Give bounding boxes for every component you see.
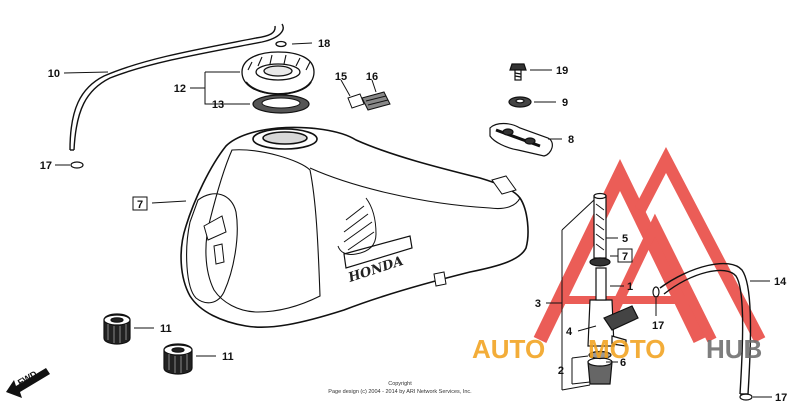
honda-wing-emblem-icon — [337, 197, 413, 269]
forward-arrow-icon — [6, 368, 50, 398]
svg-text:HUB: HUB — [706, 334, 762, 364]
callout-3: 3 — [535, 298, 541, 310]
callout-7-tank: 7 — [137, 199, 143, 211]
callout-18: 18 — [318, 38, 330, 50]
svg-text:AUTO: AUTO — [472, 334, 545, 364]
callout-14: 14 — [774, 276, 787, 288]
svg-text:MOTO: MOTO — [588, 334, 666, 364]
callout-17-bottom: 17 — [775, 392, 787, 404]
callout-4: 4 — [566, 326, 573, 338]
callout-13: 13 — [212, 99, 224, 111]
callout-12: 12 — [174, 83, 186, 95]
tank-cushion-lower-part — [163, 343, 193, 375]
fuel-tank-part — [180, 126, 529, 329]
tank-cushion-upper-part — [103, 313, 131, 345]
callout-10: 10 — [48, 68, 60, 80]
callout-8: 8 — [568, 134, 574, 146]
fuel-cock-assembly-part — [587, 192, 639, 385]
cap-gasket-part — [252, 94, 310, 114]
callout-11-lower: 11 — [222, 351, 234, 363]
rubber-washer-part — [508, 96, 532, 108]
callout-6: 6 — [620, 357, 626, 369]
callout-7-box — [132, 196, 148, 211]
fuel-cap-part — [241, 40, 315, 95]
mounting-bolt-part — [509, 63, 527, 81]
hose-clip-bottom-part — [739, 393, 753, 401]
copyright-line-2: Page design (c) 2004 - 2014 by ARI Netwo… — [328, 389, 472, 395]
callout-17-right: 17 — [652, 320, 664, 332]
autmotohub-watermark-logo — [533, 147, 766, 344]
hose-clip-left-part — [70, 161, 84, 169]
callout-11-upper: 11 — [160, 323, 172, 335]
callout-19: 19 — [556, 65, 568, 77]
tank-mark-strips-part — [347, 91, 391, 111]
callout-5: 5 — [622, 233, 628, 245]
copyright-line-1: Copyright — [388, 381, 412, 387]
callout-16: 16 — [366, 71, 378, 83]
rear-mount-bracket-part — [489, 122, 553, 157]
autmotohub-watermark-text: AUTO MOTO HUB — [472, 334, 762, 364]
callout-15: 15 — [335, 71, 347, 83]
callout-7-fuelcock: 7 — [622, 251, 628, 263]
hose-clip-right-part — [652, 286, 660, 298]
callout-1: 1 — [627, 281, 633, 293]
callout-2: 2 — [558, 365, 564, 377]
callout-7-box-small — [617, 248, 633, 263]
breather-tube-part — [69, 23, 284, 151]
callout-17-left: 17 — [40, 160, 52, 172]
callout-9: 9 — [562, 97, 568, 109]
